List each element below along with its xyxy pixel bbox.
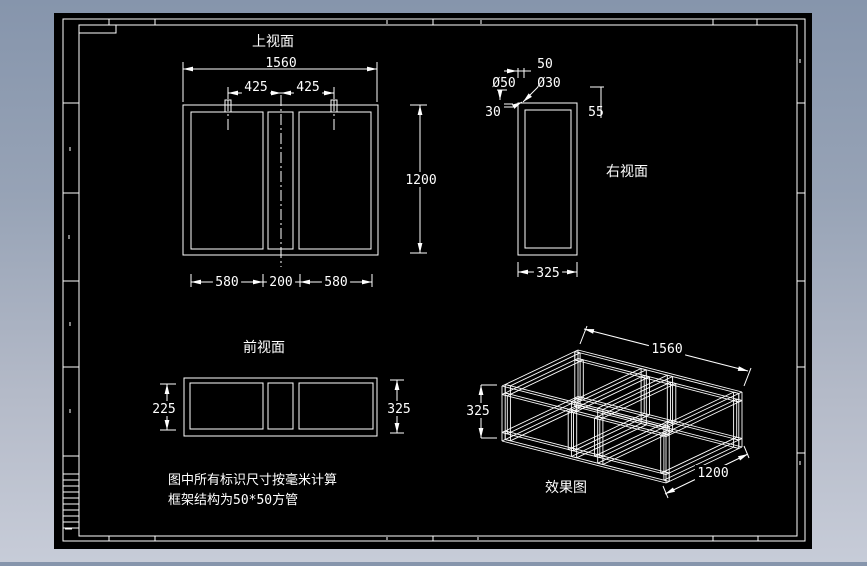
dim-30-offset: 30 [485,105,501,120]
dim-1560-iso: 1560 [651,342,682,357]
dim-dia-50: Ø50 [492,76,515,91]
top-view-title: 上视面 [252,34,294,50]
dim-325-iso: 325 [466,404,489,419]
dim-425-left: 425 [244,80,267,95]
sheet-border-frame [62,18,806,542]
front-view [160,377,404,437]
front-view-title: 前视面 [243,339,285,356]
dim-580-left: 580 [215,275,238,290]
dim-50-hole: 50 [537,57,553,72]
dim-1200-top-view: 1200 [405,173,436,188]
dim-325-front-view: 325 [387,402,410,417]
iso-view-title: 效果图 [545,480,587,496]
dim-225-front-view: 225 [152,402,175,417]
dim-325-right-view: 325 [536,266,559,281]
dim-55-offset: 55 [588,105,604,120]
iso-view [478,325,752,499]
dim-1200-iso: 1200 [697,466,728,481]
right-view-title: 右视面 [606,164,648,180]
dim-425-right: 425 [296,80,319,95]
drawing-views [160,62,752,499]
dim-1560-top-view: 1560 [265,56,296,71]
note-material: 框架结构为50*50方管 [168,492,298,508]
dim-200-middle: 200 [269,275,292,290]
paper-sheet [54,13,812,549]
dim-dia-30: Ø30 [537,76,560,91]
note-units: 图中所有标识尺寸按毫米计算 [168,472,337,488]
dim-580-right: 580 [324,275,347,290]
